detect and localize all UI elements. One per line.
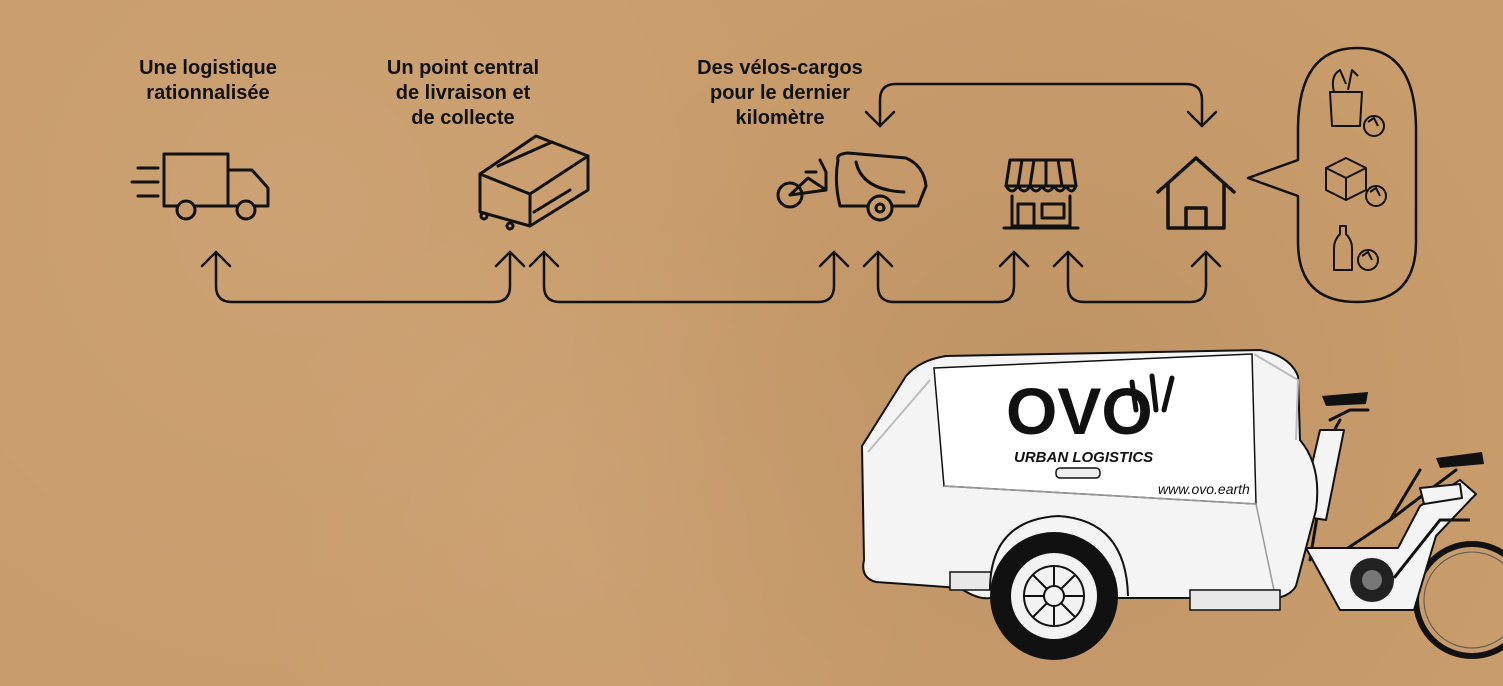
grocery-recycle-icon [1329, 69, 1385, 137]
connector-arrows [200, 82, 1222, 304]
step-label-cargo-bikes: Des vélos-cargos pour le dernier kilomèt… [697, 57, 863, 129]
arrow-container-to-bike [542, 250, 836, 304]
brand-logo-marks [1129, 373, 1175, 413]
arrow-truck-to-container [214, 250, 512, 304]
cargo-bike-icon [776, 151, 928, 222]
collection-bubble [1246, 46, 1418, 304]
shop-icon [1002, 158, 1080, 230]
bottle-recycle-icon [1333, 225, 1379, 271]
brand-tagline: URBAN LOGISTICS [1014, 449, 1153, 466]
step-label-logistics: Une logistique rationnalisée [139, 57, 277, 104]
delivery-truck-icon [130, 152, 270, 221]
container-icon [478, 134, 590, 231]
arrow-bike-to-shop [876, 250, 1016, 304]
arrow-shop-to-home [1066, 250, 1208, 304]
step-label-central-point: Un point central de livraison et de coll… [386, 57, 540, 129]
brand-logo: OVO [1006, 374, 1153, 448]
arrow-home-to-bike-top [878, 82, 1204, 128]
cargo-bike-illustration: OVO URBAN LOGISTICS www.ovo.earth [861, 349, 1503, 660]
home-icon [1156, 156, 1236, 230]
box-recycle-icon [1325, 157, 1387, 207]
brand-website: www.ovo.earth [1158, 481, 1250, 497]
